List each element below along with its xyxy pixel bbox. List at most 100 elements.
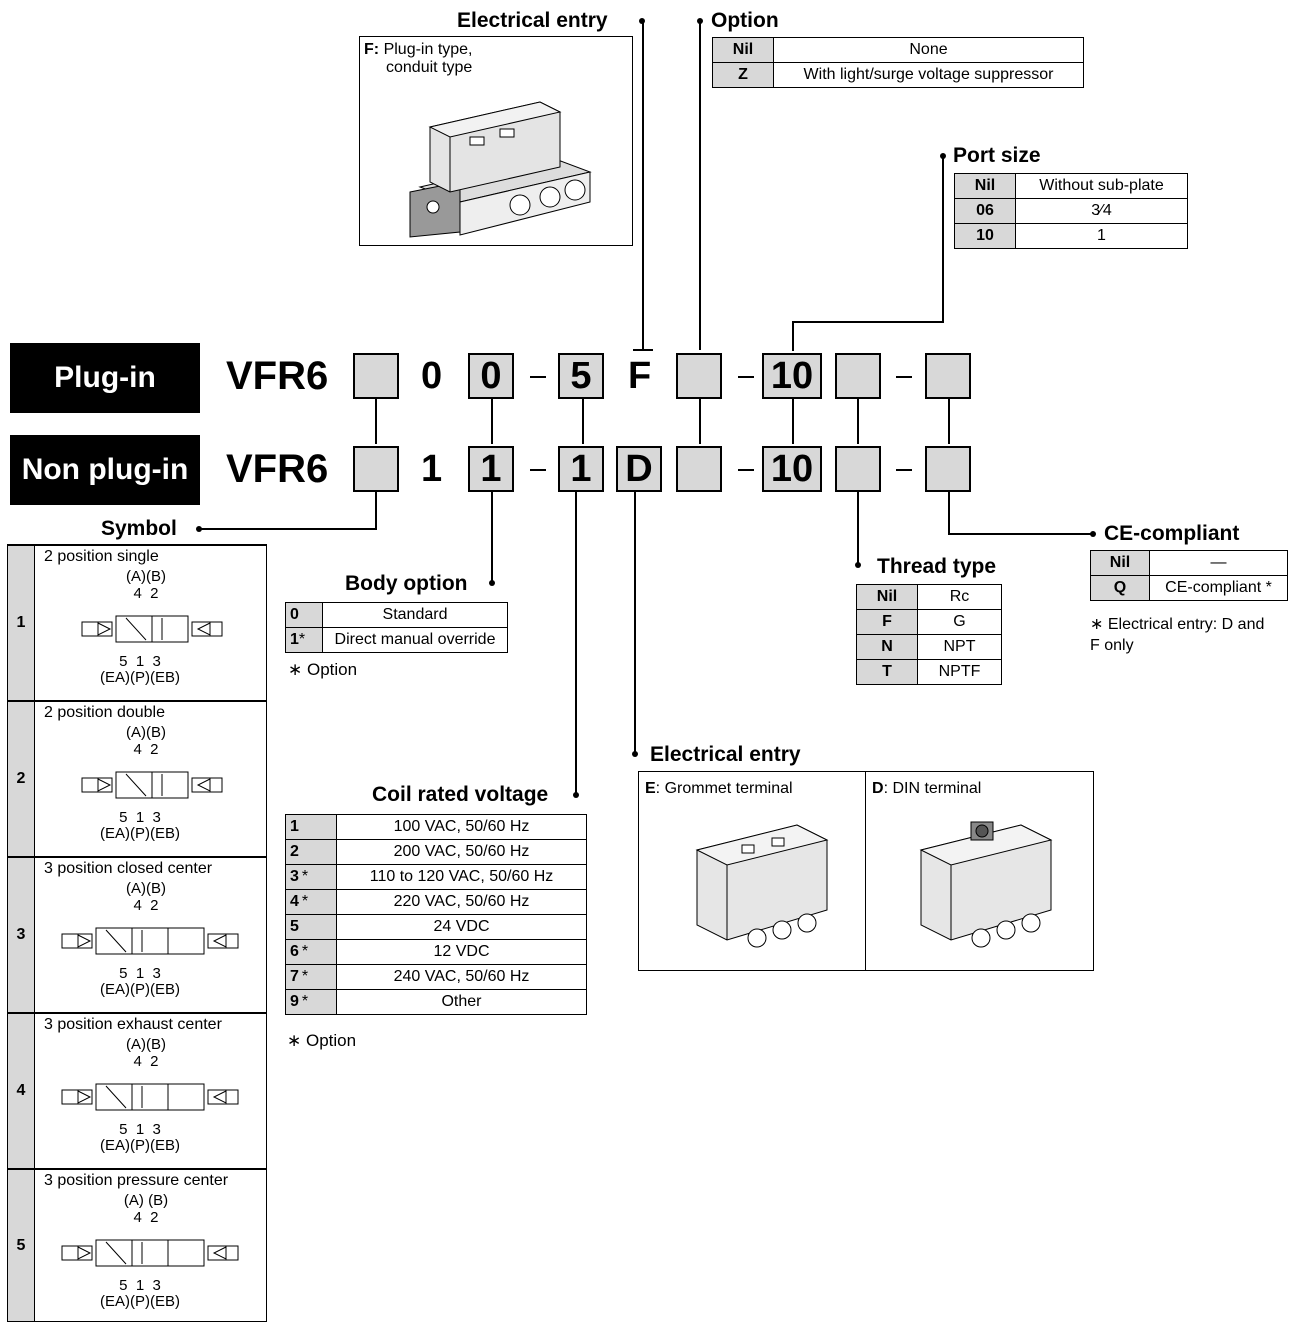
ce-note-2: F only	[1090, 637, 1134, 654]
dot-ce	[1090, 531, 1096, 537]
plug-in-symbol-box	[353, 353, 399, 399]
plug-in-ce-box	[925, 353, 971, 399]
option-desc: With light/surge voltage suppressor	[773, 62, 1084, 88]
coil-desc: 12 VDC	[336, 939, 587, 965]
plug-in-coil-box: 5	[558, 353, 604, 399]
port-desc: 1	[1015, 223, 1188, 249]
body-option-heading: Body option	[345, 572, 468, 595]
port-number-bottom: 5 1 3	[119, 965, 161, 982]
elec-entry-top-box: F: Plug-in type, conduit type	[359, 36, 633, 246]
port-number-bottom: 5 1 3	[119, 1277, 161, 1294]
coil-desc: 110 to 120 VAC, 50/60 Hz	[336, 864, 587, 890]
non-plug-in-body-option-box: 1	[468, 446, 514, 492]
port-label-bottom: (EA)(P)(EB)	[100, 669, 180, 686]
ce-note-1: ∗ Electrical entry: D and	[1090, 616, 1265, 633]
elec-f-key: F:	[364, 41, 380, 58]
line-portsize-h	[792, 321, 944, 323]
symbol-number: 3	[8, 858, 35, 1012]
port-size-heading: Port size	[953, 144, 1041, 167]
coil-desc: Other	[336, 989, 587, 1015]
port-code: 06	[954, 198, 1016, 224]
port-code: 10	[954, 223, 1016, 249]
body-code: 0	[290, 606, 299, 623]
dot-symbol	[196, 526, 202, 532]
symbol-table	[0, 544, 270, 1322]
line-ce-h	[948, 533, 1093, 535]
body-desc: Direct manual override	[322, 627, 508, 653]
link-5	[792, 397, 794, 444]
symbol-title: 3 position exhaust center	[44, 1016, 222, 1033]
coil-desc: 24 VDC	[336, 914, 587, 940]
link-2	[491, 397, 493, 444]
non-plug-in-coil-box: 1	[558, 446, 604, 492]
dot-elec-bottom	[632, 751, 638, 757]
plug-in-label: Plug-in	[10, 343, 200, 413]
elec-entry-bottom-heading: Electrical entry	[650, 743, 801, 766]
valve-symbol-icon	[61, 1239, 239, 1267]
port-label-top: (A) (B)	[123, 1192, 169, 1209]
table-row: 0 Standard	[285, 602, 508, 628]
port-number-top: 4 2	[133, 585, 159, 602]
thread-code: T	[856, 659, 918, 685]
elec-f-text2: conduit type	[386, 59, 473, 76]
option-desc: None	[773, 37, 1084, 63]
link-7	[948, 397, 950, 444]
dot-elec-entry-top	[639, 18, 645, 24]
port-number-top: 4 2	[133, 1053, 159, 1070]
port-label-top: (A)(B)	[126, 1036, 166, 1053]
port-number-bottom: 5 1 3	[119, 653, 161, 670]
table-row: Nil None	[712, 37, 1084, 63]
option-code: Z	[712, 62, 774, 88]
symbol-title: 2 position double	[44, 704, 165, 721]
ce-heading: CE-compliant	[1104, 522, 1240, 545]
body-desc: Standard	[322, 602, 508, 628]
link-1	[375, 397, 377, 444]
dot-body-option	[489, 580, 495, 586]
plug-in-option-box	[676, 353, 722, 399]
non-plug-in-entry-box: D	[616, 446, 662, 492]
symbol-title: 3 position pressure center	[44, 1172, 229, 1189]
symbol-title: 3 position closed center	[44, 860, 213, 877]
line-elec-entry-top	[642, 20, 644, 350]
link-6	[857, 397, 859, 444]
port-label-bottom: (EA)(P)(EB)	[100, 1137, 180, 1154]
table-row: 6*12 VDC	[285, 939, 587, 965]
table-row: 06 3⁄4	[954, 198, 1188, 224]
link-4	[699, 397, 701, 444]
valve-symbol-icon	[61, 927, 239, 955]
valve-symbol-icon	[81, 615, 223, 643]
valve-image-grommet	[695, 824, 829, 948]
symbol-number: 4	[8, 1014, 35, 1168]
body-code: 1	[290, 631, 299, 648]
coil-desc: 200 VAC, 50/60 Hz	[336, 839, 587, 865]
port-number-bottom: 5 1 3	[119, 809, 161, 826]
coil-code: 6	[290, 943, 299, 960]
option-table: Nil None Z With light/surge voltage supp…	[712, 37, 1084, 88]
line-portsize-v2	[792, 321, 794, 351]
coil-star: *	[301, 893, 309, 910]
coil-code: 9	[290, 993, 299, 1010]
table-row: 3*110 to 120 VAC, 50/60 Hz	[285, 864, 587, 890]
port-number-top: 4 2	[133, 1209, 159, 1226]
symbol-title: 2 position single	[44, 548, 159, 565]
coil-voltage-note: ∗ Option	[287, 1031, 357, 1050]
dash	[738, 376, 754, 378]
dash	[738, 469, 754, 471]
dash	[530, 376, 546, 378]
plug-in-c1: 0	[421, 355, 443, 397]
elec-entry-bottom-box: E: Grommet terminal D: DIN terminal	[638, 771, 1094, 971]
table-row: 10 1	[954, 223, 1188, 249]
line-elec-entry-tbar	[633, 349, 653, 351]
port-number-top: 4 2	[133, 897, 159, 914]
coil-star: *	[301, 993, 309, 1010]
plug-in-model: VFR6	[226, 354, 329, 398]
elec-d-key: D	[872, 780, 884, 797]
